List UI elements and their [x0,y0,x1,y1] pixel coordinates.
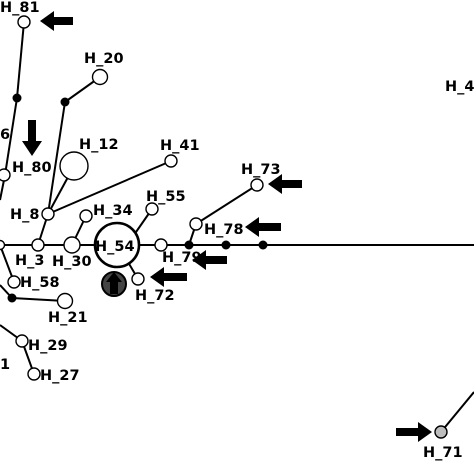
label-h54: H_54 [95,239,135,255]
haplotype-nodes [0,15,448,439]
edge [16,21,25,99]
node-h8 [41,207,55,221]
node-h72 [131,272,145,286]
label-h72: H_72 [135,288,175,304]
median-vector [7,293,17,303]
label-h55: H_55 [146,189,186,205]
node-h34 [79,209,93,223]
arrow-left-icon [245,217,281,237]
label-h6: 6 [0,127,10,143]
node-h79 [154,238,168,252]
edge [195,184,258,225]
arrow-left-icon [150,267,187,287]
median-vector [12,93,22,103]
arrow-left-icon [268,174,302,194]
label-h20: H_20 [84,51,124,67]
label-h71: H_71 [423,445,463,461]
median-vectors [7,93,268,303]
label-h34: H_34 [93,203,133,219]
label-h58: H_58 [20,275,60,291]
median-vector [184,240,194,250]
labels: H_81 H_20 H_4 6 H_12 H_41 H_80 H_73 H_55… [0,0,474,461]
median-vector [221,240,231,250]
label-h30: H_30 [52,254,92,270]
median-vector [258,240,268,250]
arrow-right-icon [396,422,432,442]
label-h3: H_3 [15,253,44,269]
node-h30 [63,236,81,254]
label-h1: 1 [0,357,10,373]
arrow-down-icon [22,120,42,156]
edge [47,101,66,215]
node-h3 [31,238,45,252]
node-h55 [145,202,159,216]
highlighted-node [101,271,127,297]
node-h12 [59,151,89,181]
arrows [22,11,432,442]
node-h81 [17,15,31,29]
label-h80: H_80 [12,160,52,176]
node-h21 [56,292,74,310]
node-h20 [91,68,109,86]
label-h4: H_4 [445,79,474,95]
node-h27 [27,367,41,381]
arrow-left-icon [192,250,227,270]
label-h8: H_8 [10,207,39,223]
arrow-up-icon [106,272,122,294]
node-h80 [0,168,11,182]
label-h78: H_78 [204,222,244,238]
edge [11,297,66,302]
label-h73: H_73 [241,162,281,178]
node-h58 [7,275,21,289]
node-h73 [250,178,264,192]
node-edge-left [0,239,6,251]
label-h79: H_79 [162,250,202,266]
arrow-left-icon [40,11,73,31]
median-vector [60,97,70,107]
node-h71 [434,425,448,439]
node-h29 [15,334,29,348]
label-h41: H_41 [160,138,200,154]
label-h81: H_81 [0,0,40,16]
node-h78 [189,217,203,231]
label-h29: H_29 [28,338,68,354]
node-h54 [93,221,141,269]
node-h41 [164,154,178,168]
label-h21: H_21 [48,310,88,326]
edge [440,391,474,433]
edge [47,160,172,215]
label-h27: H_27 [40,368,80,384]
label-h12: H_12 [79,137,119,153]
edge [4,97,18,176]
